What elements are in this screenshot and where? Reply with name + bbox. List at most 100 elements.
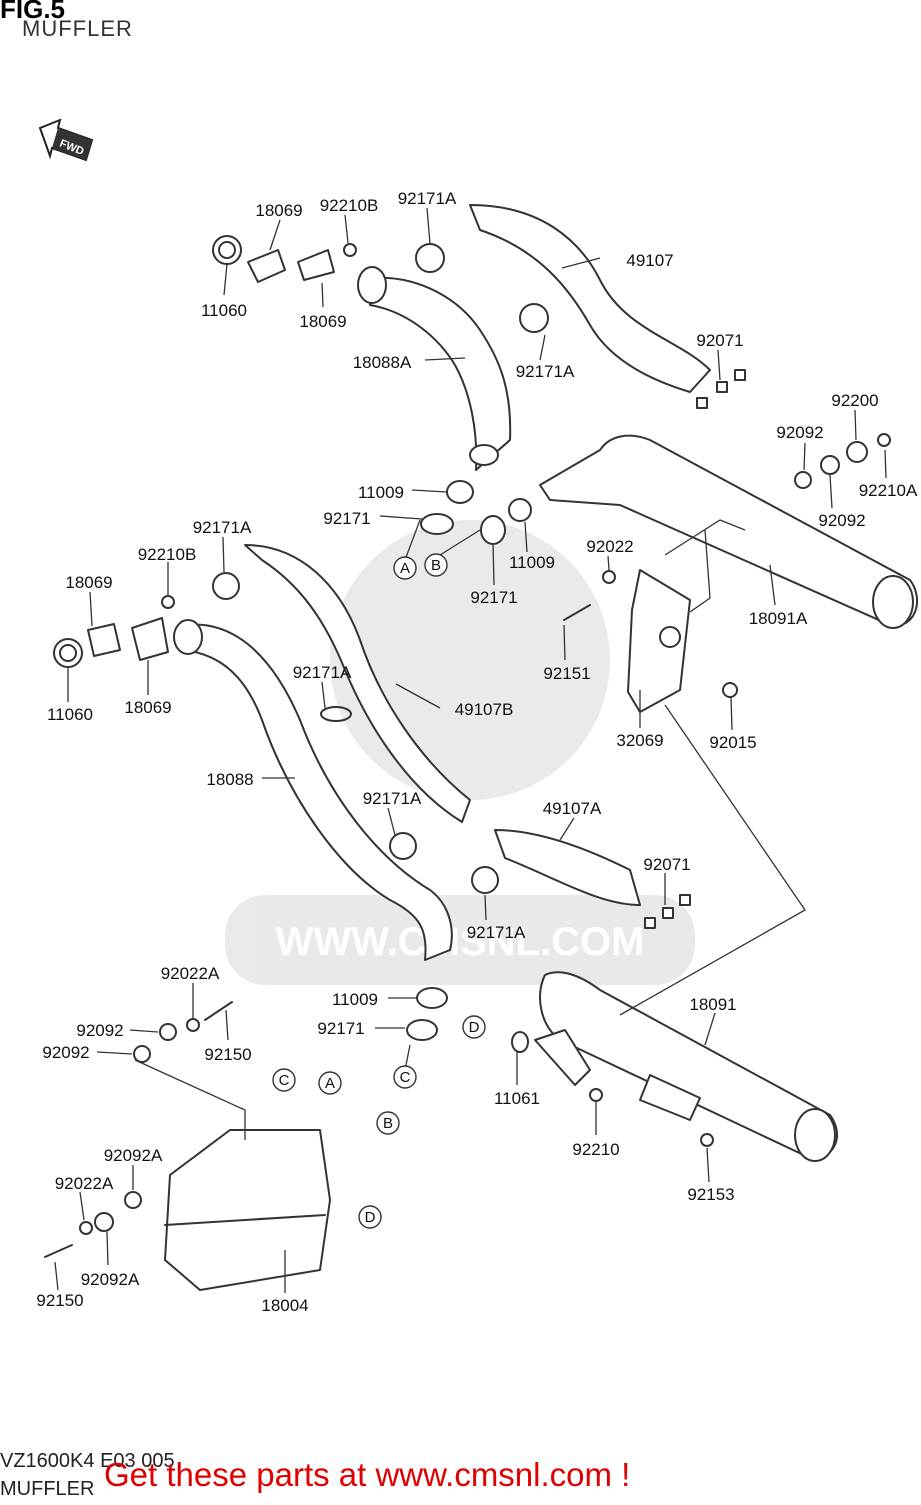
damper-92092-b	[820, 455, 840, 475]
ref-letter: D	[365, 1209, 376, 1226]
flange-upper-b	[297, 249, 335, 281]
part-label: 92071	[643, 855, 690, 874]
part-label: 18091A	[749, 609, 808, 628]
part-label: 32069	[616, 731, 663, 750]
ref-letter: B	[383, 1115, 393, 1132]
heat-shield-lower	[244, 544, 471, 823]
damper-92092-c	[159, 1023, 177, 1041]
part-label: 49107B	[455, 700, 514, 719]
ref-letter: D	[469, 1019, 480, 1036]
part-label: 92171A	[363, 789, 422, 808]
bolt-92150-lower	[44, 1244, 73, 1258]
nut-92210	[589, 1088, 603, 1102]
figure-number: FIG.5	[0, 0, 66, 24]
part-label: 49107	[626, 251, 673, 270]
clamp-92171a-5	[389, 832, 417, 860]
damper-92071-4	[662, 907, 674, 919]
part-label: 11061	[494, 1089, 540, 1108]
bracket-32069	[627, 569, 691, 713]
ref-letter: A	[325, 1075, 335, 1092]
heat-shield-49107a	[494, 829, 641, 906]
part-label: 92150	[204, 1045, 251, 1064]
part-label: 18069	[299, 312, 346, 331]
part-label: 18091	[689, 995, 736, 1014]
ref-letter: C	[279, 1072, 290, 1089]
nut-92015	[722, 682, 738, 698]
part-label: 92210A	[859, 481, 918, 500]
promo-link[interactable]: Get these parts at www.cmsnl.com !	[104, 1456, 631, 1493]
flange-upper-a	[247, 249, 286, 283]
part-label: 18069	[65, 573, 112, 592]
nut-92210b-upper	[343, 243, 357, 257]
gasket-11061	[511, 1031, 529, 1053]
pipe-flange-lower	[173, 619, 203, 655]
part-label: 92210B	[138, 545, 197, 564]
part-label: 18004	[261, 1296, 308, 1315]
flange-lower-a	[87, 623, 121, 657]
washer-92022a-2	[79, 1221, 93, 1235]
part-label: 18069	[124, 698, 171, 717]
clamp-92171a-2	[519, 303, 549, 333]
muffler-upper	[539, 434, 919, 627]
part-label: 92092	[42, 1043, 89, 1062]
part-label: 18088	[206, 770, 253, 789]
footer-code: VZ1600K4 E03 005	[0, 1450, 175, 1472]
part-label: 92171A	[193, 518, 252, 537]
part-label: 92210B	[320, 196, 379, 215]
part-label: 92022A	[161, 964, 220, 983]
damper-92092-a	[794, 471, 812, 489]
clamp-92171-3	[406, 1019, 438, 1041]
part-label: 18069	[255, 201, 302, 220]
watermark-text: WWW.CMSNL.COM	[276, 920, 645, 964]
part-label: 92092	[76, 1021, 123, 1040]
clamp-92171-2	[480, 515, 506, 545]
part-label: 92092A	[81, 1270, 140, 1289]
part-label: 92153	[687, 1185, 734, 1204]
part-label: 92092A	[104, 1146, 163, 1165]
part-label: 92022	[586, 537, 633, 556]
part-label: 92171A	[398, 189, 457, 208]
part-label: 18088A	[353, 353, 412, 372]
collar-92200	[846, 441, 868, 463]
damper-92071-1	[716, 381, 728, 393]
part-label: 92171A	[293, 663, 352, 682]
flange-lower-b	[131, 617, 169, 661]
clamp-92171a-3	[212, 572, 240, 600]
damper-92092-d	[133, 1045, 151, 1063]
footer-title: MUFFLER	[0, 1478, 95, 1500]
part-label: 92015	[709, 733, 756, 752]
gasket-11009-1	[446, 480, 474, 504]
damper-92092a-1	[124, 1191, 142, 1209]
part-label: 92092	[818, 511, 865, 530]
bolt-92153	[700, 1133, 714, 1147]
gasket-11009-3	[416, 987, 448, 1009]
clamp-92171a-4	[320, 706, 352, 722]
part-label: 92210	[572, 1140, 619, 1159]
heat-shield-upper	[469, 204, 711, 393]
clamp-92171a-6	[471, 866, 499, 894]
part-label: 92171	[323, 509, 370, 528]
part-label: 92151	[543, 664, 590, 683]
part-label: 11060	[201, 301, 247, 320]
header-pipe-upper	[369, 276, 512, 471]
damper-92071-6	[644, 917, 656, 929]
damper-92071-2	[734, 369, 746, 381]
bolt-92151	[563, 604, 591, 621]
washer-92022a-1	[186, 1018, 200, 1032]
figure-title: MUFFLER	[22, 16, 133, 41]
part-label: 11009	[332, 990, 378, 1009]
part-label: 92071	[696, 331, 743, 350]
part-label: 92171	[317, 1019, 364, 1038]
fwd-arrow-icon: FWD	[38, 118, 94, 162]
part-label: 92171A	[516, 362, 575, 381]
damper-92092a-2	[94, 1212, 114, 1232]
header-pipe-lower	[184, 623, 453, 961]
part-label: 11060	[47, 705, 93, 724]
part-label: 92171	[470, 588, 517, 607]
ref-letter: A	[400, 560, 410, 577]
pipe-flange-upper	[357, 266, 387, 304]
nut-92210a	[877, 433, 891, 447]
bracket-lower	[639, 1074, 701, 1121]
